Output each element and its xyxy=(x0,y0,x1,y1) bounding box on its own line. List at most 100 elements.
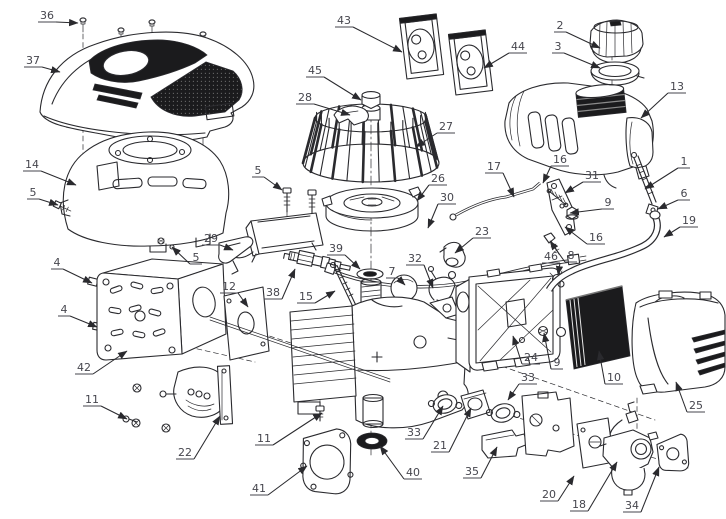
fuel-line xyxy=(545,210,661,292)
inspection-plate xyxy=(398,13,445,80)
cap-gasket xyxy=(590,61,645,86)
fuel-tank xyxy=(504,82,654,189)
part-number: 33 xyxy=(407,426,421,439)
intake-spacer xyxy=(460,389,491,420)
part-number: 2 xyxy=(557,19,564,32)
part-number: 3 xyxy=(555,40,562,53)
callout-11: 11 xyxy=(255,412,323,446)
callout-19: 19 xyxy=(663,214,698,238)
muffler xyxy=(159,365,234,425)
part-number: 45 xyxy=(308,64,322,77)
part-number: 8 xyxy=(568,249,575,262)
callout-15: 15 xyxy=(297,290,336,304)
head-gasket-plate xyxy=(223,286,270,361)
part-number: 14 xyxy=(25,158,39,171)
air-filter-base xyxy=(455,263,567,373)
part-number: 35 xyxy=(465,465,479,478)
callout-9: 9 xyxy=(569,196,614,216)
part-number: 38 xyxy=(266,286,280,299)
part-number: 37 xyxy=(26,54,40,67)
carburetor-gasket xyxy=(656,433,690,472)
heat-shield xyxy=(481,429,529,459)
callout-12: 12 xyxy=(220,280,249,308)
dipstick-rod xyxy=(630,151,657,205)
fuel-cap xyxy=(589,19,644,64)
callout-1: 1 xyxy=(644,155,690,190)
callout-4: 4 xyxy=(58,303,98,328)
part-number: 5 xyxy=(255,164,262,177)
carburetor xyxy=(599,401,659,496)
part-number: 42 xyxy=(77,361,91,374)
callout-28: 28 xyxy=(296,91,351,116)
governor-rod xyxy=(449,181,541,221)
callout-40: 40 xyxy=(379,445,422,480)
inspection-plate xyxy=(447,29,494,96)
callout-3: 3 xyxy=(552,40,601,69)
callout-layer: 3637434423134528271455526301716319168461… xyxy=(23,9,705,513)
callout-10: 10 xyxy=(596,350,623,385)
callout-34: 34 xyxy=(623,466,660,513)
muffler-screw xyxy=(161,423,171,433)
air-filter-cover xyxy=(631,290,726,395)
cover-screw xyxy=(79,17,87,33)
callout-24: 24 xyxy=(512,335,540,365)
callout-5: 5 xyxy=(252,164,283,191)
spark-plug xyxy=(283,249,351,271)
callout-14: 14 xyxy=(23,158,77,186)
flywheel-nut xyxy=(361,90,381,110)
callout-33: 33 xyxy=(507,371,537,401)
coil-bolt xyxy=(307,189,317,215)
callout-4: 4 xyxy=(51,256,93,284)
callout-2: 2 xyxy=(554,19,601,49)
callout-31: 31 xyxy=(564,169,601,194)
part-number: 9 xyxy=(605,196,612,209)
callout-35: 35 xyxy=(463,446,498,479)
callout-7: 7 xyxy=(386,265,406,286)
cylinder-head xyxy=(96,258,227,361)
callout-21: 21 xyxy=(431,407,472,453)
callout-8: 8 xyxy=(549,240,577,263)
part-number: 32 xyxy=(408,252,422,265)
callout-45: 45 xyxy=(306,64,362,101)
part-number: 6 xyxy=(681,187,688,200)
callout-32: 32 xyxy=(406,252,434,289)
callout-38: 38 xyxy=(264,268,296,300)
callout-6: 6 xyxy=(657,187,690,210)
intake-gasket xyxy=(485,403,521,423)
callout-20: 20 xyxy=(540,475,575,502)
coil-bolt xyxy=(282,187,292,213)
part-number: 9 xyxy=(554,356,561,369)
part-number: 24 xyxy=(524,351,538,364)
callout-37: 37 xyxy=(24,54,61,74)
engine-cover xyxy=(39,31,255,143)
ignition-coil xyxy=(230,212,324,263)
callout-16: 16 xyxy=(542,153,569,184)
part-number: 18 xyxy=(572,498,586,511)
callout-17: 17 xyxy=(485,160,515,198)
callout-39: 39 xyxy=(327,242,361,270)
part-number: 25 xyxy=(689,399,703,412)
callout-22: 22 xyxy=(176,415,221,460)
part-number: 11 xyxy=(257,432,271,445)
part-number: 5 xyxy=(30,186,37,199)
part-number: 4 xyxy=(61,303,68,316)
part-number: 11 xyxy=(85,393,99,406)
part-number: 12 xyxy=(222,280,236,293)
part-number: 7 xyxy=(389,265,396,278)
part-number: 16 xyxy=(553,153,567,166)
callout-25: 25 xyxy=(675,381,705,413)
cylinder-head-gasket xyxy=(300,428,354,495)
part-number: 17 xyxy=(487,160,501,173)
part-number: 33 xyxy=(521,371,535,384)
control-lever xyxy=(546,178,576,236)
callout-5: 5 xyxy=(171,246,202,265)
part-number: 15 xyxy=(299,290,313,303)
callout-9: 9 xyxy=(542,332,563,370)
part-number: 43 xyxy=(337,14,351,27)
part-number: 44 xyxy=(511,40,525,53)
part-number: 22 xyxy=(178,446,192,459)
part-number: 5 xyxy=(193,251,200,264)
callout-11: 11 xyxy=(83,393,128,420)
